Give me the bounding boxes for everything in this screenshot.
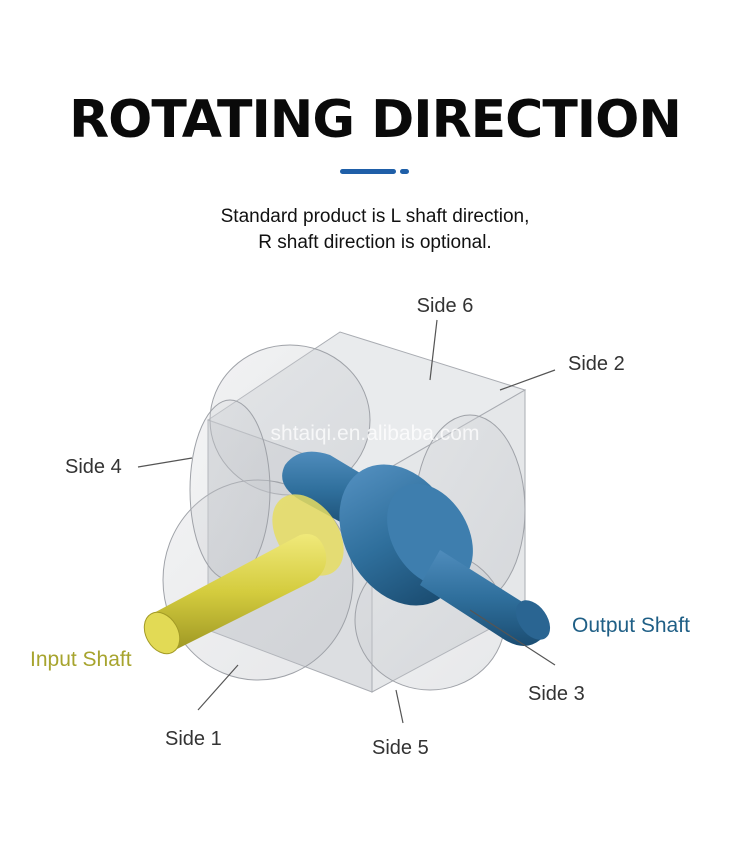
leader-side3 bbox=[469, 609, 556, 666]
input-shaft bbox=[143, 494, 344, 655]
flange-back bbox=[189, 399, 271, 581]
label-side3: Side 3 bbox=[528, 683, 585, 705]
label-side2: Side 2 bbox=[568, 353, 625, 375]
input-shaft-end bbox=[143, 611, 181, 655]
output-shaft-lower bbox=[420, 550, 547, 646]
label-output-shaft: Output Shaft bbox=[572, 614, 690, 637]
leader-side2 bbox=[499, 369, 556, 391]
label-side5: Side 5 bbox=[372, 737, 429, 759]
input-shaft-body bbox=[150, 534, 327, 650]
label-input-shaft: Input Shaft bbox=[30, 648, 132, 671]
page-title: ROTATING DIRECTION bbox=[69, 90, 682, 150]
title-accent-dot bbox=[400, 169, 409, 174]
label-side4: Side 4 bbox=[65, 456, 122, 478]
leader-side5 bbox=[395, 689, 404, 724]
label-side1: Side 1 bbox=[165, 728, 222, 750]
title-accent-line bbox=[340, 169, 396, 174]
output-shaft-end bbox=[515, 600, 551, 640]
label-side6: Side 6 bbox=[417, 295, 474, 317]
leader-side6 bbox=[429, 319, 438, 381]
leader-side4 bbox=[137, 457, 193, 468]
leader-side1 bbox=[197, 664, 239, 711]
subtitle-line-1: Standard product is L shaft direction, bbox=[220, 206, 530, 227]
output-shaft bbox=[282, 451, 551, 646]
subtitle-line-2: R shaft direction is optional. bbox=[258, 232, 492, 253]
watermark: shtaiqi.en.alibaba.com bbox=[271, 422, 480, 445]
gearbox-diagram: shtaiqi.en.alibaba.com Side 6 Side 2 Sid… bbox=[30, 295, 690, 759]
